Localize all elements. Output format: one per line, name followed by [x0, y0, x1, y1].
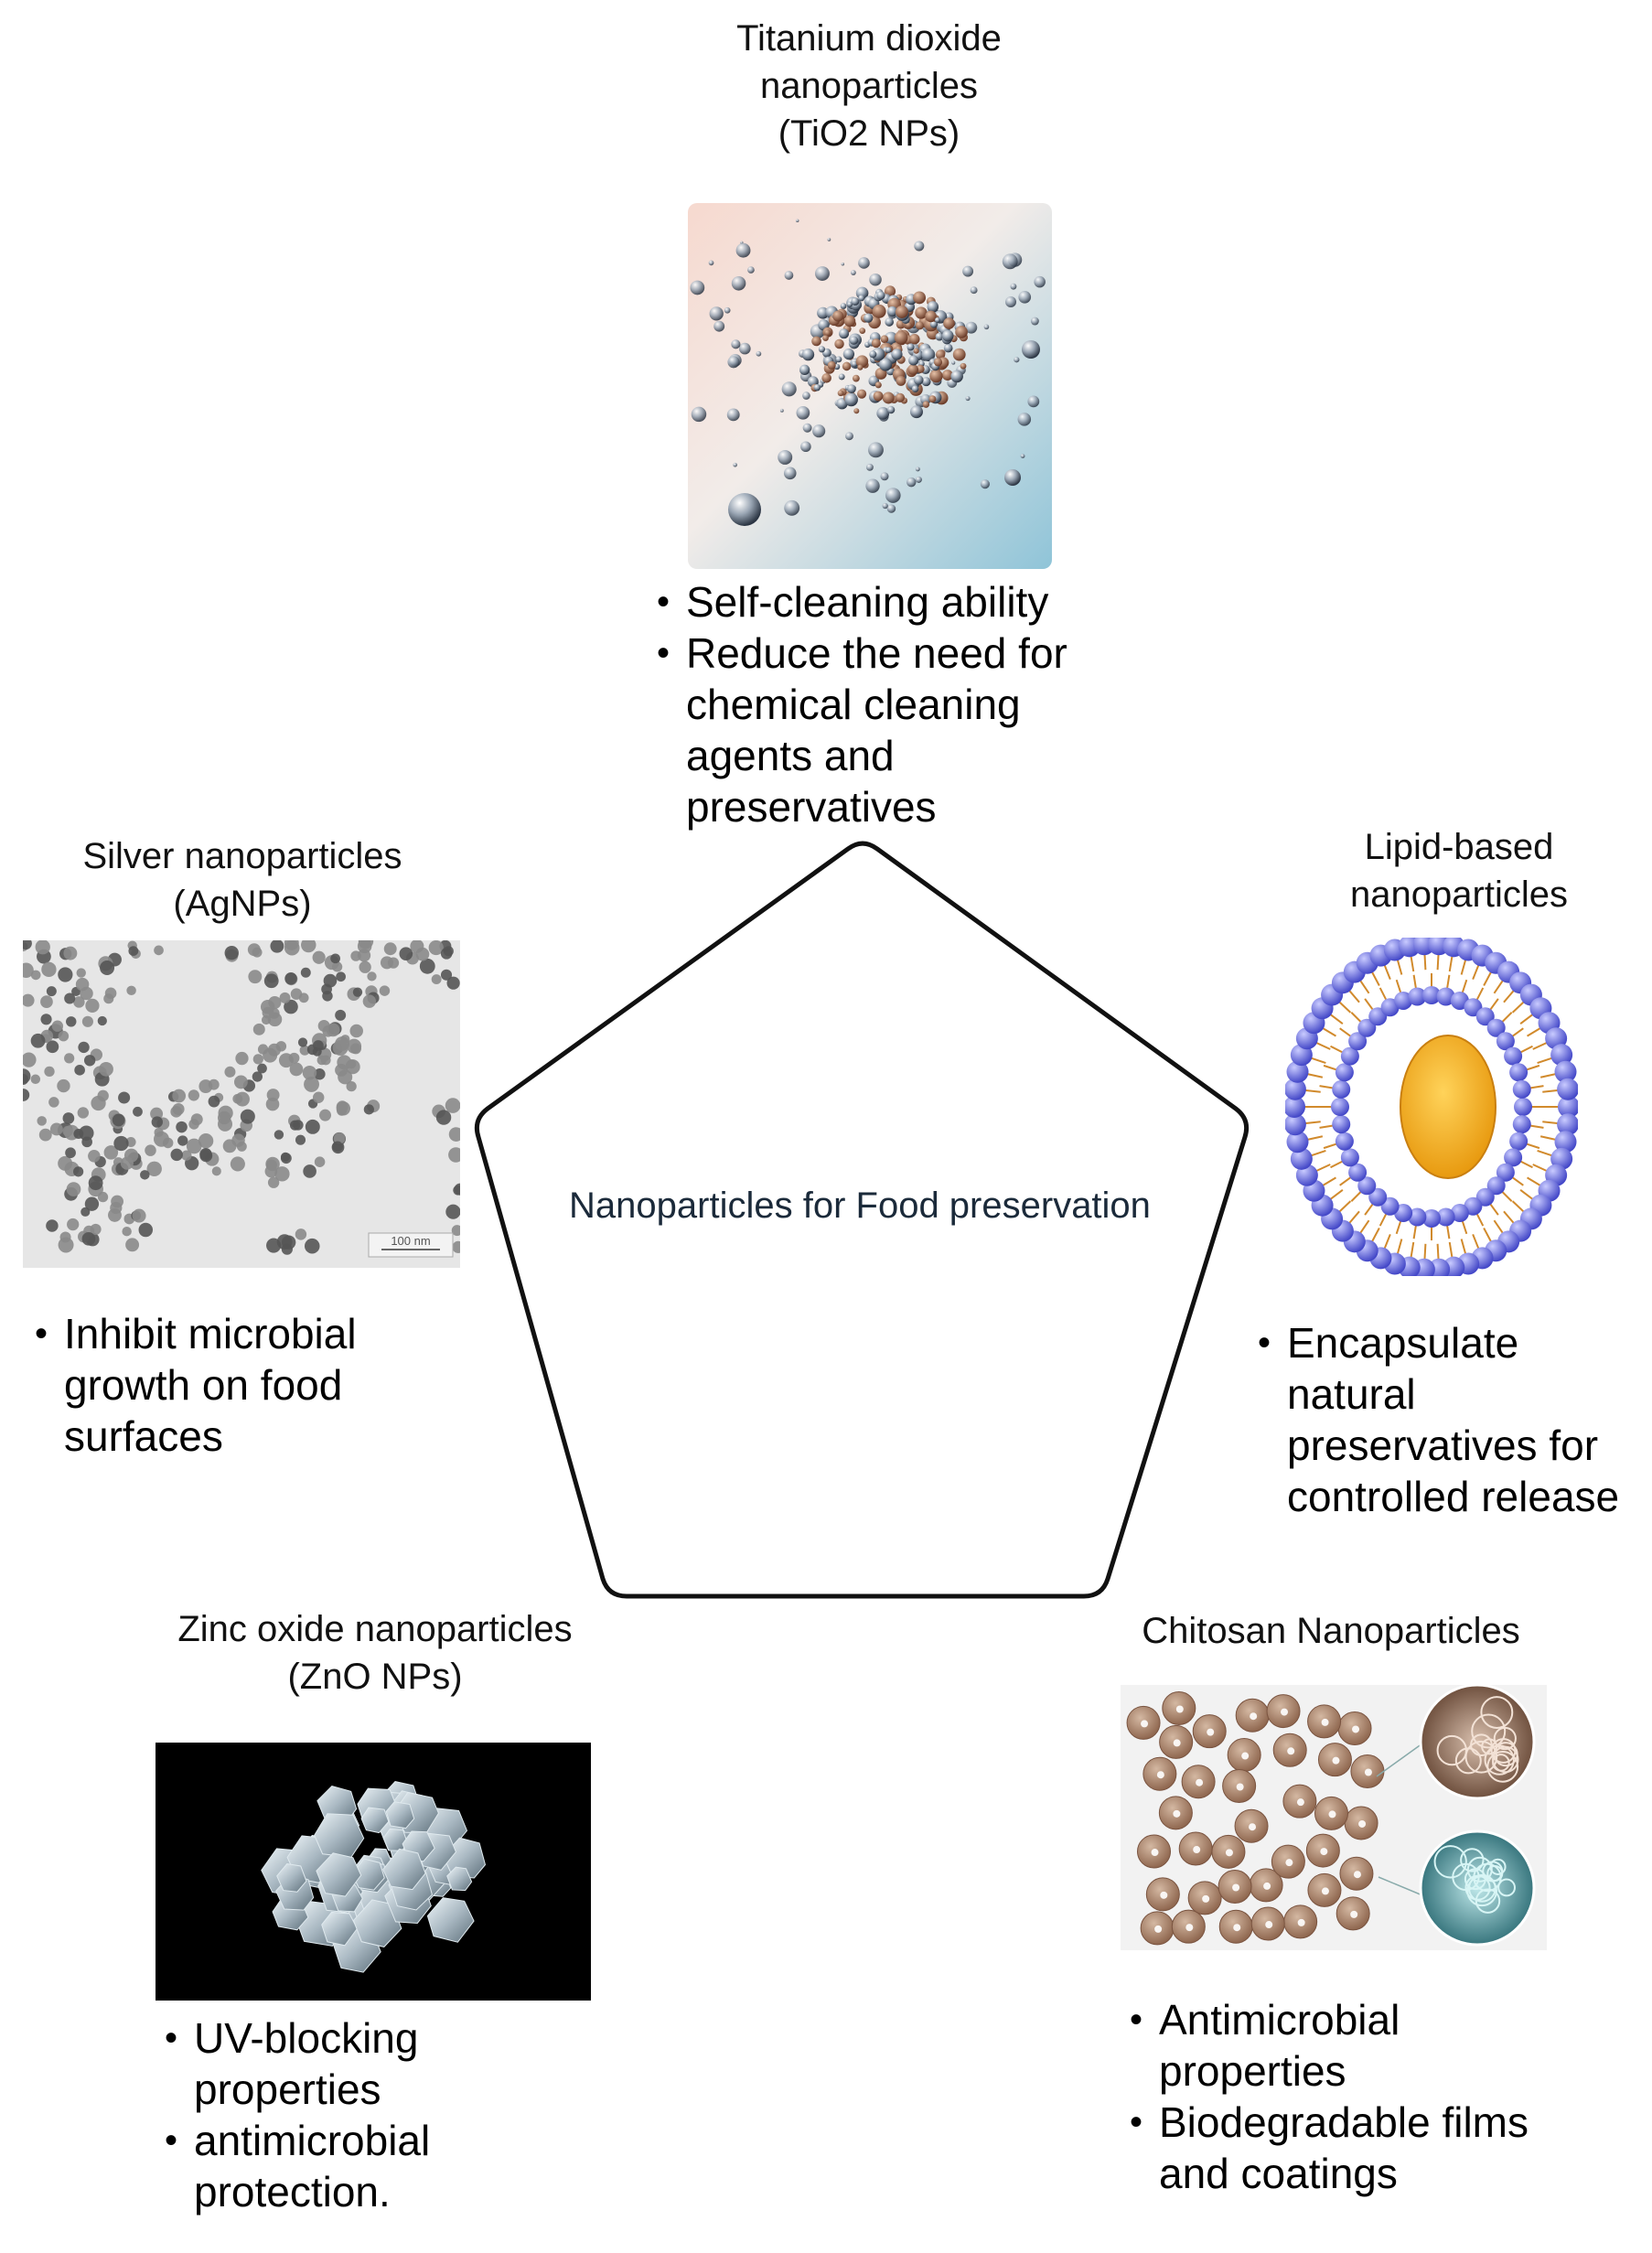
lipid-title-line: nanoparticles [1350, 874, 1568, 915]
zinc-bullets: UV-blocking properties antimicrobial pro… [165, 2012, 549, 2217]
chitosan-title-line: Chitosan Nanoparticles [1142, 1611, 1520, 1651]
bullet-item: antimicrobial protection. [165, 2115, 549, 2217]
chitosan-title: Chitosan Nanoparticles [1107, 1607, 1555, 1655]
center-label: Nanoparticles for Food preservation [569, 1186, 1151, 1226]
lipid-bullets: Encapsulate natural preservatives for co… [1258, 1317, 1642, 1522]
chitosan-image [1121, 1685, 1547, 1950]
zno-image [156, 1743, 591, 2001]
lipid-nanoparticle-image [1285, 938, 1578, 1276]
bullet-item: Antimicrobial properties [1130, 1994, 1569, 2097]
zinc-title-line: Zinc oxide nanoparticles [177, 1609, 573, 1649]
silver-title-line: Silver nanoparticles [82, 836, 402, 876]
tio2-title-line: (TiO2 NPs) [778, 113, 960, 154]
bullet-item: UV-blocking properties [165, 2012, 549, 2115]
bullet-item: Reduce the need for chemical cleaning ag… [657, 628, 1096, 832]
silver-title: Silver nanoparticles (AgNPs) [37, 832, 448, 928]
silver-title-line: (AgNPs) [173, 884, 312, 924]
tio2-title: Titanium dioxide nanoparticles (TiO2 NPs… [640, 15, 1098, 157]
tio2-title-line: Titanium dioxide [736, 18, 1002, 59]
bullet-item: Encapsulate natural preservatives for co… [1258, 1317, 1642, 1522]
tio2-image [688, 203, 1052, 569]
tio2-title-line: nanoparticles [760, 66, 978, 106]
silver-tem-image: 100 nm [23, 940, 460, 1268]
zinc-title-line: (ZnO NPs) [287, 1657, 463, 1697]
lipid-title-line: Lipid-based [1364, 827, 1554, 867]
bullet-item: Self-cleaning ability [657, 576, 1096, 628]
zinc-title: Zinc oxide nanoparticles (ZnO NPs) [137, 1605, 613, 1700]
tio2-bullets: Self-cleaning ability Reduce the need fo… [657, 576, 1096, 832]
chitosan-bullets: Antimicrobial properties Biodegradable f… [1130, 1994, 1569, 2199]
bullet-item: Inhibit microbial growth on food surface… [35, 1308, 428, 1462]
silver-bullets: Inhibit microbial growth on food surface… [35, 1308, 428, 1462]
lipid-title: Lipid-based nanoparticles [1281, 823, 1637, 918]
scale-bar-label: 100 nm [391, 1234, 430, 1248]
bullet-item: Biodegradable films and coatings [1130, 2097, 1569, 2199]
